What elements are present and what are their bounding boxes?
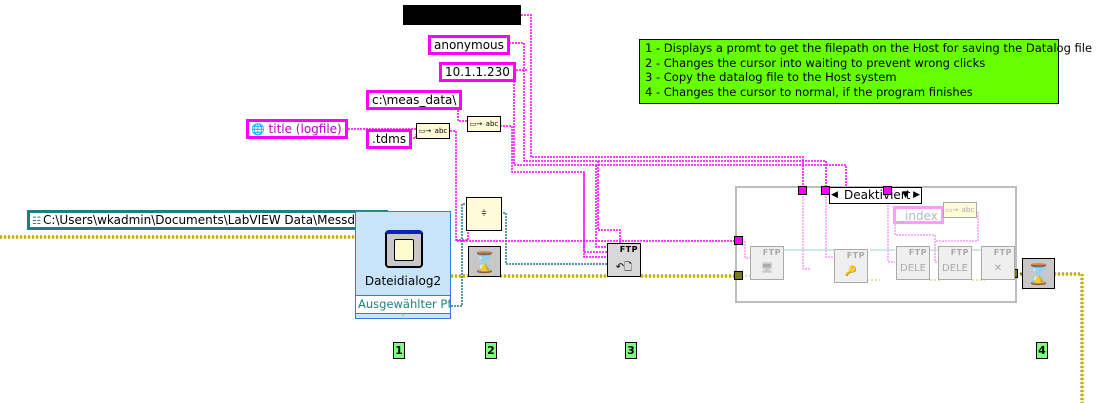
ip-address-constant[interactable]: 10.1.1.230 — [439, 62, 516, 82]
ftp-label: FTP — [846, 251, 865, 260]
unset-busy-cursor-node[interactable]: ⌛ — [1022, 258, 1055, 289]
concat-inputs-icon: ▭→ — [945, 206, 959, 214]
step-label-3: 3 — [625, 342, 637, 359]
step-label-2: 2 — [485, 342, 497, 359]
username-constant[interactable]: anonymous — [428, 35, 510, 55]
ftp-copy-node[interactable]: FTP ↶🗋 — [607, 243, 641, 277]
diagram-disable-selector[interactable]: ◀ Deaktiviert ▼ ▶ — [829, 187, 922, 204]
error-tunnel — [734, 271, 743, 280]
network-globe-icon: 🌐 — [251, 123, 265, 136]
build-path-node[interactable]: ▭→abc — [467, 116, 501, 132]
file-dialog-label: Dateidialog2 — [364, 274, 442, 288]
selected-path-output[interactable]: Ausgewählter Pf — [356, 295, 450, 314]
concat-output-icon: abc — [485, 120, 499, 128]
input-tunnel — [734, 236, 743, 245]
ftp-connect-icon: 🖥 — [760, 263, 774, 274]
hourglass-icon: ⌛ — [1026, 261, 1051, 286]
hourglass-icon: ⌛ — [472, 249, 497, 274]
ftp-delete-node[interactable]: FTP DELE — [896, 246, 930, 280]
concatenate-strings-node[interactable]: ▭→abc — [943, 202, 977, 218]
input-tunnel — [821, 186, 830, 195]
default-path-constant[interactable]: ☷C:\Users\wkadmin\Documents\LabVIEW Data… — [27, 210, 389, 230]
diagram-comment[interactable]: 1 - Displays a promt to get the filepath… — [639, 39, 1093, 104]
ftp-open-node[interactable]: FTP 🖥 — [750, 246, 784, 280]
file-dialog-express-vi[interactable]: Dateidialog2 Ausgewählter Pf ∨ — [355, 211, 451, 319]
concat-inputs-icon: ▭→ — [418, 127, 432, 135]
comment-line: 1 - Displays a promt to get the filepath… — [645, 41, 1093, 55]
step-label-1: 1 — [393, 342, 405, 359]
ftp-copy-label: FTP — [619, 245, 638, 254]
ftp-dele-label: DELE — [900, 263, 926, 274]
step-label-4: 4 — [1036, 342, 1048, 359]
path-icon: ☷ — [32, 216, 41, 227]
comment-line: 3 - Copy the datalog file to the Host sy… — [645, 70, 897, 84]
redacted-string-constant — [403, 5, 521, 25]
dropdown-arrow-icon[interactable]: ▼ — [902, 190, 909, 200]
ftp-dele-label: DELE — [942, 263, 968, 274]
concat-inputs-icon: ▭→ — [469, 120, 483, 128]
selector-value: Deaktiviert — [844, 188, 911, 202]
shared-variable-label: title (logfile) — [268, 122, 342, 136]
ftp-close-node[interactable]: FTP ✕ — [981, 246, 1015, 280]
input-tunnel — [798, 186, 807, 195]
ftp-delete-node[interactable]: FTP DELE — [938, 246, 972, 280]
shared-variable-node[interactable]: 🌐 title (logfile) — [246, 119, 348, 139]
key-lock-icon: 🔑 — [844, 266, 858, 277]
file-dialog-icon — [385, 230, 423, 268]
set-busy-cursor-node[interactable]: ⌛ — [468, 246, 501, 277]
extension-constant[interactable]: .tdms — [366, 129, 413, 149]
index-suffix-constant[interactable]: _index — [893, 206, 944, 224]
concat-output-icon: abc — [961, 206, 975, 214]
ftp-label: FTP — [950, 248, 969, 257]
decrement-arrow-icon[interactable]: ◀ — [831, 190, 838, 200]
file-upload-icon: ↶🗋 — [615, 262, 633, 273]
strip-path-node[interactable]: ⫩ — [466, 197, 502, 231]
default-path-text: C:\Users\wkadmin\Documents\LabVIEW Data\… — [42, 213, 383, 227]
ftp-label: FTP — [993, 248, 1012, 257]
strip-path-icon: ⫩ — [481, 209, 487, 219]
ftp-label: FTP — [908, 248, 927, 257]
concat-output-icon: abc — [434, 127, 448, 135]
remote-dir-constant[interactable]: c:\meas_data\ — [366, 90, 463, 110]
comment-line: 2 - Changes the cursor into waiting to p… — [645, 55, 986, 70]
input-tunnel — [883, 186, 892, 195]
increment-arrow-icon[interactable]: ▶ — [913, 190, 920, 200]
comment-line: 4 - Changes the cursor to normal, if the… — [645, 84, 973, 99]
ftp-label: FTP — [762, 248, 781, 257]
expand-chevron-icon[interactable]: ∨ — [400, 311, 406, 318]
ftp-login-node[interactable]: FTP 🔑 — [834, 249, 868, 283]
ftp-disconnect-icon: ✕ — [993, 263, 1003, 274]
concatenate-strings-node[interactable]: ▭→abc — [416, 123, 450, 139]
